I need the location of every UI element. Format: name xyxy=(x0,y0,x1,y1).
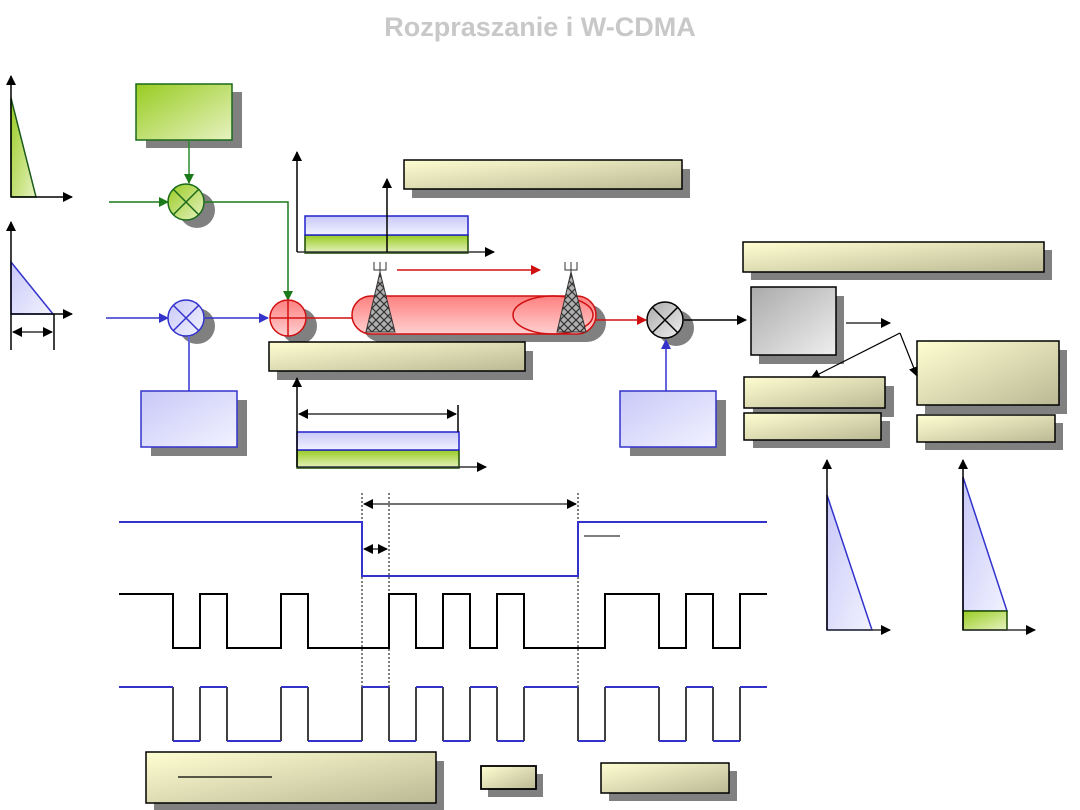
green-source-block xyxy=(135,83,242,148)
note-channel xyxy=(268,341,533,380)
radio-channel xyxy=(351,295,606,342)
waveforms xyxy=(119,493,767,742)
despread-spectrum-signal xyxy=(958,459,1036,635)
code-generator-rx xyxy=(619,390,726,456)
branch-right-arrow xyxy=(899,332,919,377)
spread-signal-waveform xyxy=(119,686,767,742)
slide-title: Rozpraszanie i W-CDMA xyxy=(384,12,696,42)
note-receiver-top xyxy=(742,241,1052,280)
chip-sequence-waveform xyxy=(119,593,767,649)
transmitter-tower-icon xyxy=(365,262,396,333)
note-result-left-1 xyxy=(743,376,894,417)
blue-multiplier xyxy=(167,299,215,344)
decision-block xyxy=(750,286,844,364)
red-summer xyxy=(269,299,317,344)
note-result-right-1 xyxy=(916,340,1067,414)
note-spectrum-top xyxy=(403,159,690,198)
note-result-right-2 xyxy=(916,414,1063,450)
wideband-spectrum-top xyxy=(292,151,495,257)
green-multiplier xyxy=(167,183,215,228)
code-spectrum-blue xyxy=(5,221,73,350)
note-bottom-small xyxy=(480,765,543,797)
note-result-left-2 xyxy=(743,412,890,448)
note-bottom-formula xyxy=(145,751,444,810)
spread-bandwidth-spectrum xyxy=(292,377,487,472)
data-bits-waveform xyxy=(119,521,767,577)
narrowband-spectrum-green xyxy=(5,75,73,202)
note-bottom-right xyxy=(600,762,737,801)
despread-spectrum-interference xyxy=(822,459,891,635)
gray-multiplier xyxy=(646,301,694,346)
receiver-tower-icon xyxy=(556,262,587,333)
spread-signal-edges xyxy=(172,687,741,741)
branch-left-arrow xyxy=(810,332,901,379)
green-to-summer-line xyxy=(205,201,293,301)
code-generator-tx xyxy=(140,390,247,456)
